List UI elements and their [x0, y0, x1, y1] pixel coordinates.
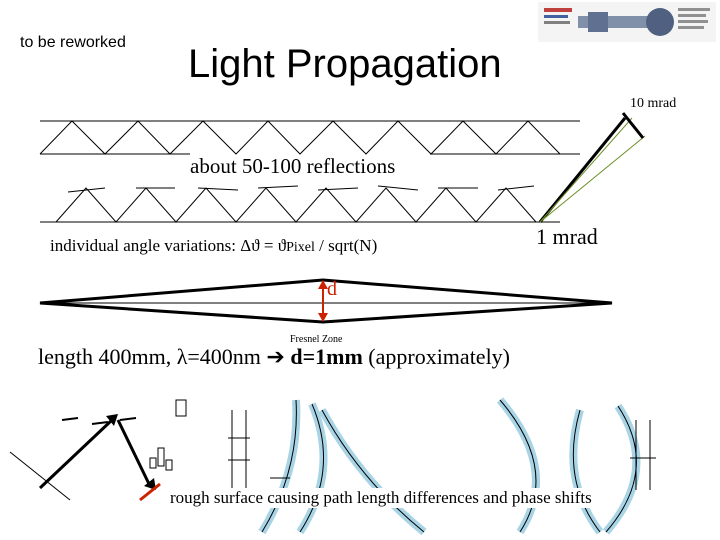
detector-thumbnail-image [538, 2, 716, 42]
length-text-1: length 400mm, [38, 344, 177, 369]
angle-variation-symbol: Δϑ = ϑ [240, 236, 287, 255]
slide-title: Light Propagation [188, 42, 502, 86]
angle-10mrad-label: 10 mrad [630, 96, 677, 111]
zigzag-guide [39, 120, 580, 223]
fresnel-zone-label: Fresnel Zone [290, 334, 343, 345]
angle-variation-label: individual angle variations: Δϑ = ϑPixel… [50, 236, 377, 256]
angle-1mrad-label: 1 mrad [536, 224, 598, 249]
angle-variation-prefix: individual angle variations: [50, 236, 241, 255]
angle-variation-subscript: Pixel [286, 240, 315, 255]
angle-variation-suffix: / sqrt(N) [314, 236, 378, 255]
rework-note: to be reworked [20, 34, 126, 51]
rough-surface-caption: rough surface causing path length differ… [170, 488, 592, 508]
d-result: d=1mm [290, 344, 363, 369]
arrow-icon: ➔ [260, 344, 291, 369]
reflections-label: about 50-100 reflections [190, 154, 396, 178]
fresnel-lens [39, 278, 613, 324]
rough-surface-sketch [9, 399, 187, 502]
length-formula: length 400mm, λ=400nm ➔ d=1mm (approxima… [38, 344, 510, 370]
lambda-value: λ=400nm [176, 344, 261, 369]
d-label: d [327, 278, 337, 300]
curved-ray-fibers [228, 397, 656, 536]
angle-rays [538, 112, 646, 223]
length-text-2: (approximately) [362, 344, 511, 369]
